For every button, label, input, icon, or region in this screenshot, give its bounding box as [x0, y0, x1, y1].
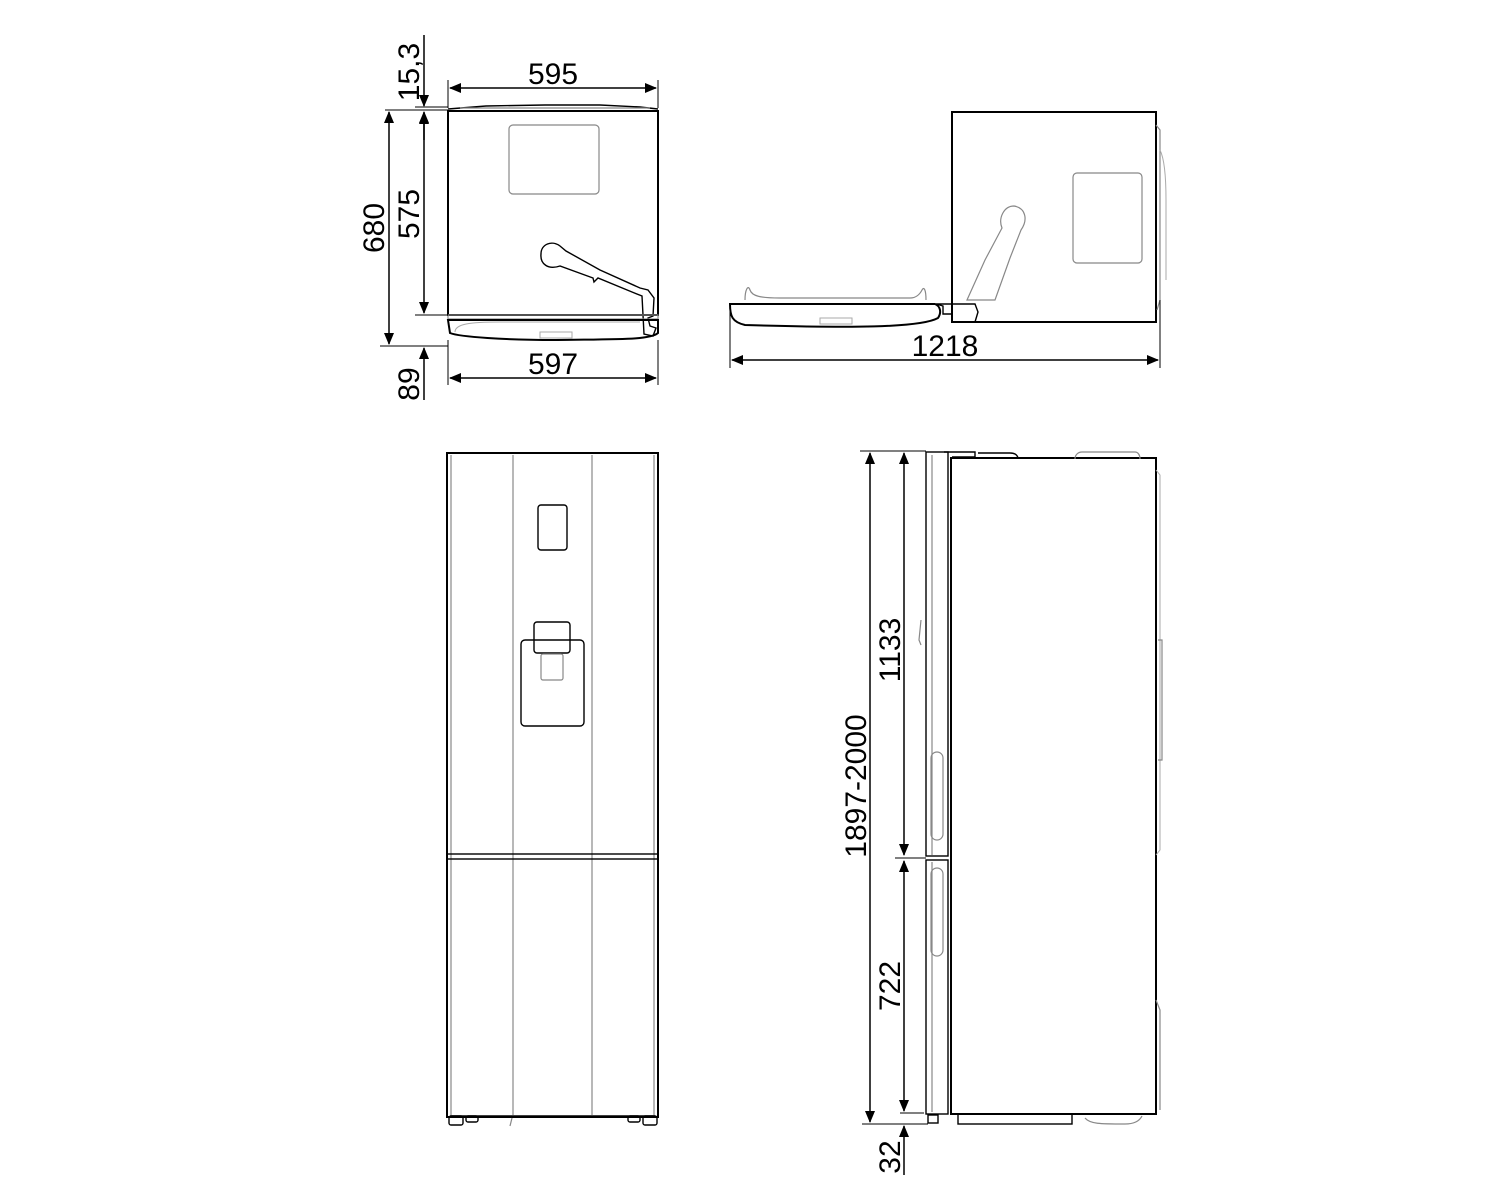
foot-left [448, 1115, 464, 1126]
door-divider [446, 853, 659, 860]
door-hinge-arm [540, 242, 657, 337]
door-hinge-arm [966, 205, 1026, 301]
front-view [446, 452, 659, 1127]
dim-label-door-89: 89 [393, 367, 426, 400]
dim-label-width-595: 595 [528, 58, 578, 91]
side-view: 1897-2000 1133 722 32 [840, 450, 1163, 1175]
fridge-body-outline [446, 452, 659, 1118]
dim-label-freezer-door-722: 722 [874, 961, 907, 1011]
top-view-door-open: 1218 [728, 111, 1167, 368]
cabinet-outline [447, 110, 659, 316]
base-plinth [957, 1113, 1073, 1125]
dispenser-lever [533, 621, 571, 654]
compressor-panel [508, 124, 600, 195]
cabinet-outline [951, 111, 1157, 323]
freezer-door-profile [925, 859, 949, 1115]
fridge-door-profile [925, 451, 949, 857]
door-outline [446, 319, 659, 342]
control-display [537, 504, 568, 551]
cabinet-side-outline [950, 457, 1157, 1115]
top-plate [447, 104, 659, 110]
dim-label-depth-575: 575 [393, 189, 426, 239]
water-dispenser [520, 639, 585, 727]
dim-label-depth-680: 680 [358, 203, 391, 253]
dim-label-foot-32: 32 [874, 1140, 907, 1173]
dim-label-open-depth-1218: 1218 [912, 330, 979, 363]
compressor-panel [1072, 172, 1143, 264]
top-view-door-closed: 595 597 15,3 575 680 89 [358, 35, 659, 401]
foot-right [642, 1115, 658, 1126]
dim-label-top-offset: 15,3 [393, 43, 426, 101]
door-outline [728, 303, 942, 328]
dim-label-width-597: 597 [528, 348, 578, 381]
dim-label-fridge-door-1133: 1133 [874, 618, 907, 683]
dim-label-total-height: 1897-2000 [840, 714, 873, 857]
